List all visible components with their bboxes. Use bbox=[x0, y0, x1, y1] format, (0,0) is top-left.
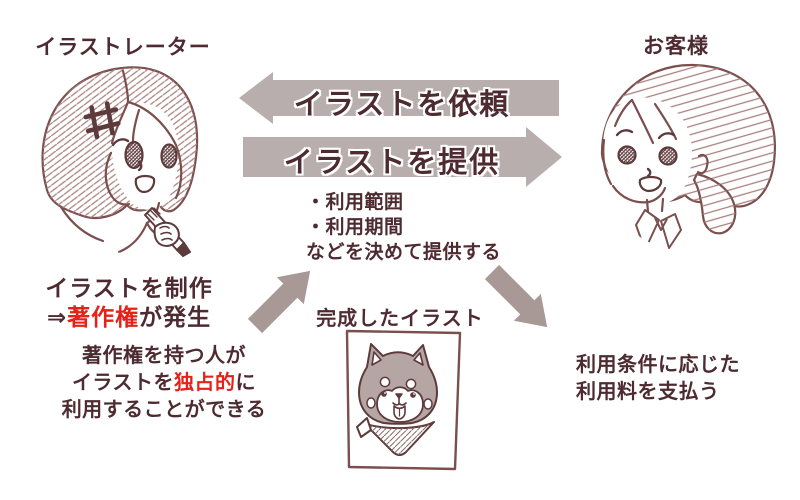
dog-bandana bbox=[356, 417, 435, 456]
woman-mouth bbox=[638, 175, 663, 193]
artwork-up-arrow bbox=[247, 270, 311, 334]
request-arrow-label: イラストを依頼 bbox=[293, 89, 511, 121]
woman-eyebrow-right bbox=[657, 132, 676, 140]
girl-eyes bbox=[124, 140, 178, 170]
headline-line1: イラストを制作 bbox=[45, 275, 213, 301]
exclusive-word-red: 独占的 bbox=[174, 372, 236, 394]
dog-illustration bbox=[345, 329, 462, 471]
provide-arrow-label: イラストを提供 bbox=[283, 147, 501, 179]
payment-line2: 利用料を支払う bbox=[576, 381, 720, 403]
request-arrow bbox=[239, 72, 559, 124]
copyright-detail: 著作権を持つ人が イラストを独占的に 利用することができる bbox=[36, 343, 292, 424]
payment-note: 利用条件に応じた 利用料を支払う bbox=[576, 352, 761, 406]
detail-line2: イラストを独占的に bbox=[71, 372, 257, 394]
payment-down-arrow bbox=[484, 264, 548, 328]
dog-face bbox=[358, 343, 438, 425]
detail-line3: 利用することができる bbox=[61, 399, 267, 421]
callout-pointer bbox=[388, 177, 410, 187]
illustrator-avatar bbox=[31, 61, 223, 257]
girl-face bbox=[111, 103, 179, 210]
terms-line-scope: ・利用範囲 bbox=[306, 192, 404, 213]
woman-eyebrow-left bbox=[615, 129, 634, 137]
terms-line-period: ・利用期間 bbox=[306, 217, 404, 238]
woman-face bbox=[603, 97, 692, 207]
girl-eyebrow bbox=[111, 138, 130, 147]
artwork-label: 完成したイラスト bbox=[316, 308, 484, 330]
usage-terms-box: ・利用範囲 ・利用期間 などを決めて提供する bbox=[293, 177, 517, 264]
provide-arrow bbox=[243, 127, 562, 187]
hash-hairclip-icon bbox=[83, 101, 121, 140]
woman-eyes bbox=[617, 145, 678, 166]
headline-line2: ⇒著作権が発生 bbox=[46, 304, 212, 330]
woman-nose bbox=[646, 167, 652, 178]
girl-mouth bbox=[134, 174, 156, 194]
pen-icon bbox=[144, 207, 191, 257]
detail-line1: 著作権を持つ人が bbox=[82, 345, 246, 367]
illustrator-label: イラストレーター bbox=[35, 36, 211, 59]
customer-label: お客様 bbox=[643, 35, 709, 58]
customer-avatar bbox=[598, 63, 788, 253]
terms-line-decide: などを決めて提供する bbox=[306, 242, 502, 263]
copyright-word-red: 著作権 bbox=[67, 304, 140, 330]
copyright-headline: イラストを制作 ⇒著作権が発生 bbox=[24, 274, 234, 332]
payment-line1: 利用条件に応じた bbox=[576, 354, 740, 376]
